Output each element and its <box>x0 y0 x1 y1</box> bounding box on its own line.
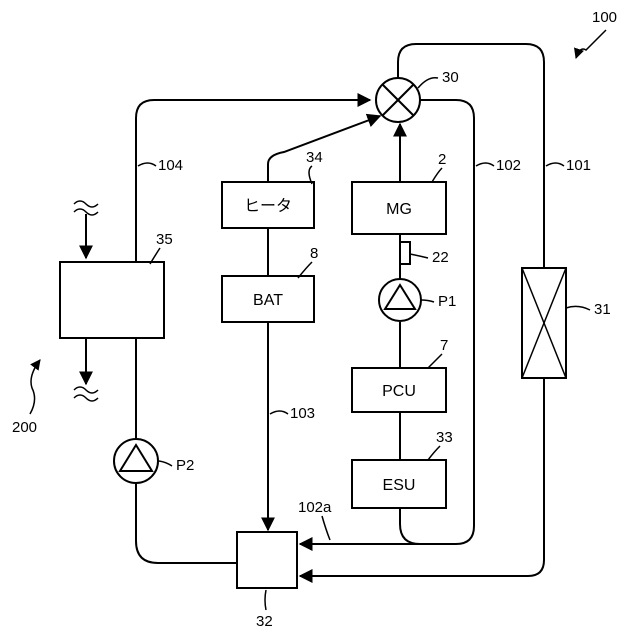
ref-30: 30 <box>442 69 459 86</box>
ref-22: 22 <box>432 249 449 266</box>
mg-label: MG <box>386 201 412 218</box>
heat-exchanger-35 <box>60 262 164 338</box>
pump-p1-label: P1 <box>438 293 456 310</box>
ref-22-leader <box>410 254 428 258</box>
pump-p2 <box>114 439 158 483</box>
ref-103: 103 <box>290 405 315 422</box>
ref-7: 7 <box>440 337 448 354</box>
pcu-label: PCU <box>382 383 416 400</box>
battery-label: BAT <box>253 292 283 309</box>
pump-p2-label: P2 <box>176 457 194 474</box>
esu-label: ESU <box>383 477 416 494</box>
ref-8: 8 <box>310 245 318 262</box>
ref-33: 33 <box>436 429 453 446</box>
ref-104-leader <box>138 163 156 166</box>
ref-31-leader <box>566 306 590 310</box>
heater-label: ヒータ <box>244 197 292 215</box>
radiator-31 <box>522 268 566 378</box>
wave-bottom-icon <box>74 387 98 393</box>
ref-35: 35 <box>156 231 173 248</box>
sensor-22 <box>400 242 410 264</box>
ref-100: 100 <box>592 9 617 26</box>
tank-32 <box>237 532 297 588</box>
ref-102a: 102a <box>298 499 332 516</box>
ref-102a-leader <box>322 516 330 540</box>
ref-101: 101 <box>566 157 591 174</box>
ref-103-leader <box>270 411 288 414</box>
ref-200: 200 <box>12 419 37 436</box>
ref-2-leader <box>432 168 442 182</box>
valve-30 <box>376 78 420 122</box>
ref-200-arrow <box>30 360 40 414</box>
ref-32-leader <box>265 590 266 610</box>
wave-bottom-icon-2 <box>74 395 98 401</box>
ref-104: 104 <box>158 157 183 174</box>
ref-30-leader <box>418 78 438 88</box>
ref-100-arrow <box>576 30 606 58</box>
ref-34: 34 <box>306 149 323 166</box>
ref-2: 2 <box>438 151 446 168</box>
ref-101-leader <box>546 163 564 166</box>
ref-102: 102 <box>496 157 521 174</box>
pipe-heater-valve <box>268 116 380 182</box>
pump-p2-leader <box>159 461 172 466</box>
ref-7-leader <box>428 354 442 368</box>
pump-p1 <box>379 279 421 321</box>
ref-32: 32 <box>256 613 273 630</box>
pump-p1-leader <box>421 300 434 302</box>
ref-102-leader <box>476 163 494 166</box>
ref-31: 31 <box>594 301 611 318</box>
ref-33-leader <box>428 446 440 460</box>
wave-top-icon <box>74 201 98 207</box>
